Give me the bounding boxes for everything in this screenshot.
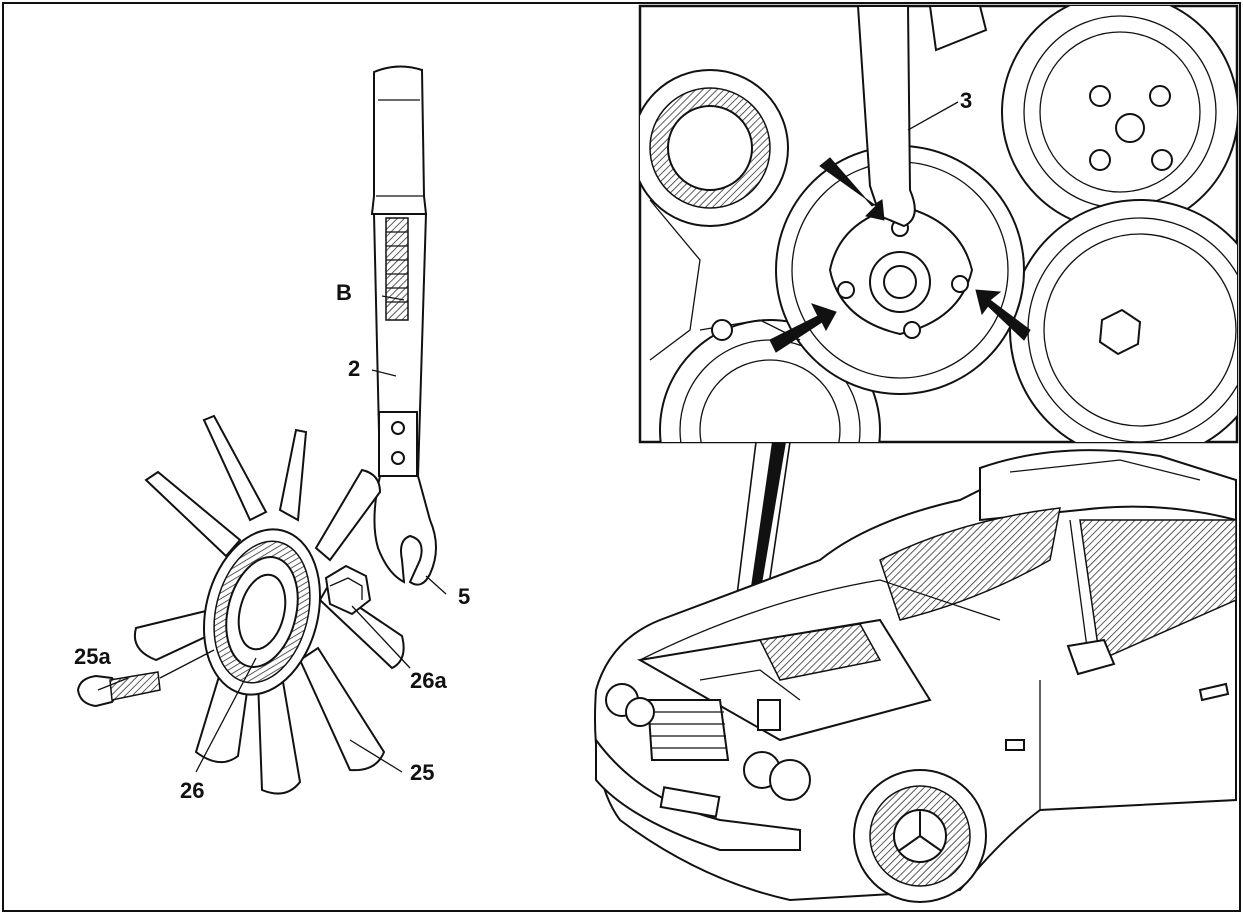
fan-assembly	[76, 414, 405, 795]
label-B: B	[336, 280, 352, 305]
wrench-tool	[370, 65, 437, 586]
label-26a: 26a	[410, 668, 447, 693]
label-5: 5	[458, 584, 470, 609]
label-25: 25	[410, 760, 434, 785]
label-2: 2	[348, 356, 360, 381]
inset-detail: 3	[638, 4, 1239, 444]
leader-lines-left	[97, 295, 447, 773]
bolt-25a	[76, 671, 161, 708]
label-25a: 25a	[74, 644, 111, 669]
label-3: 3	[960, 88, 972, 113]
label-26: 26	[180, 778, 204, 803]
car-illustration	[594, 449, 1237, 903]
leader-3	[907, 101, 959, 131]
